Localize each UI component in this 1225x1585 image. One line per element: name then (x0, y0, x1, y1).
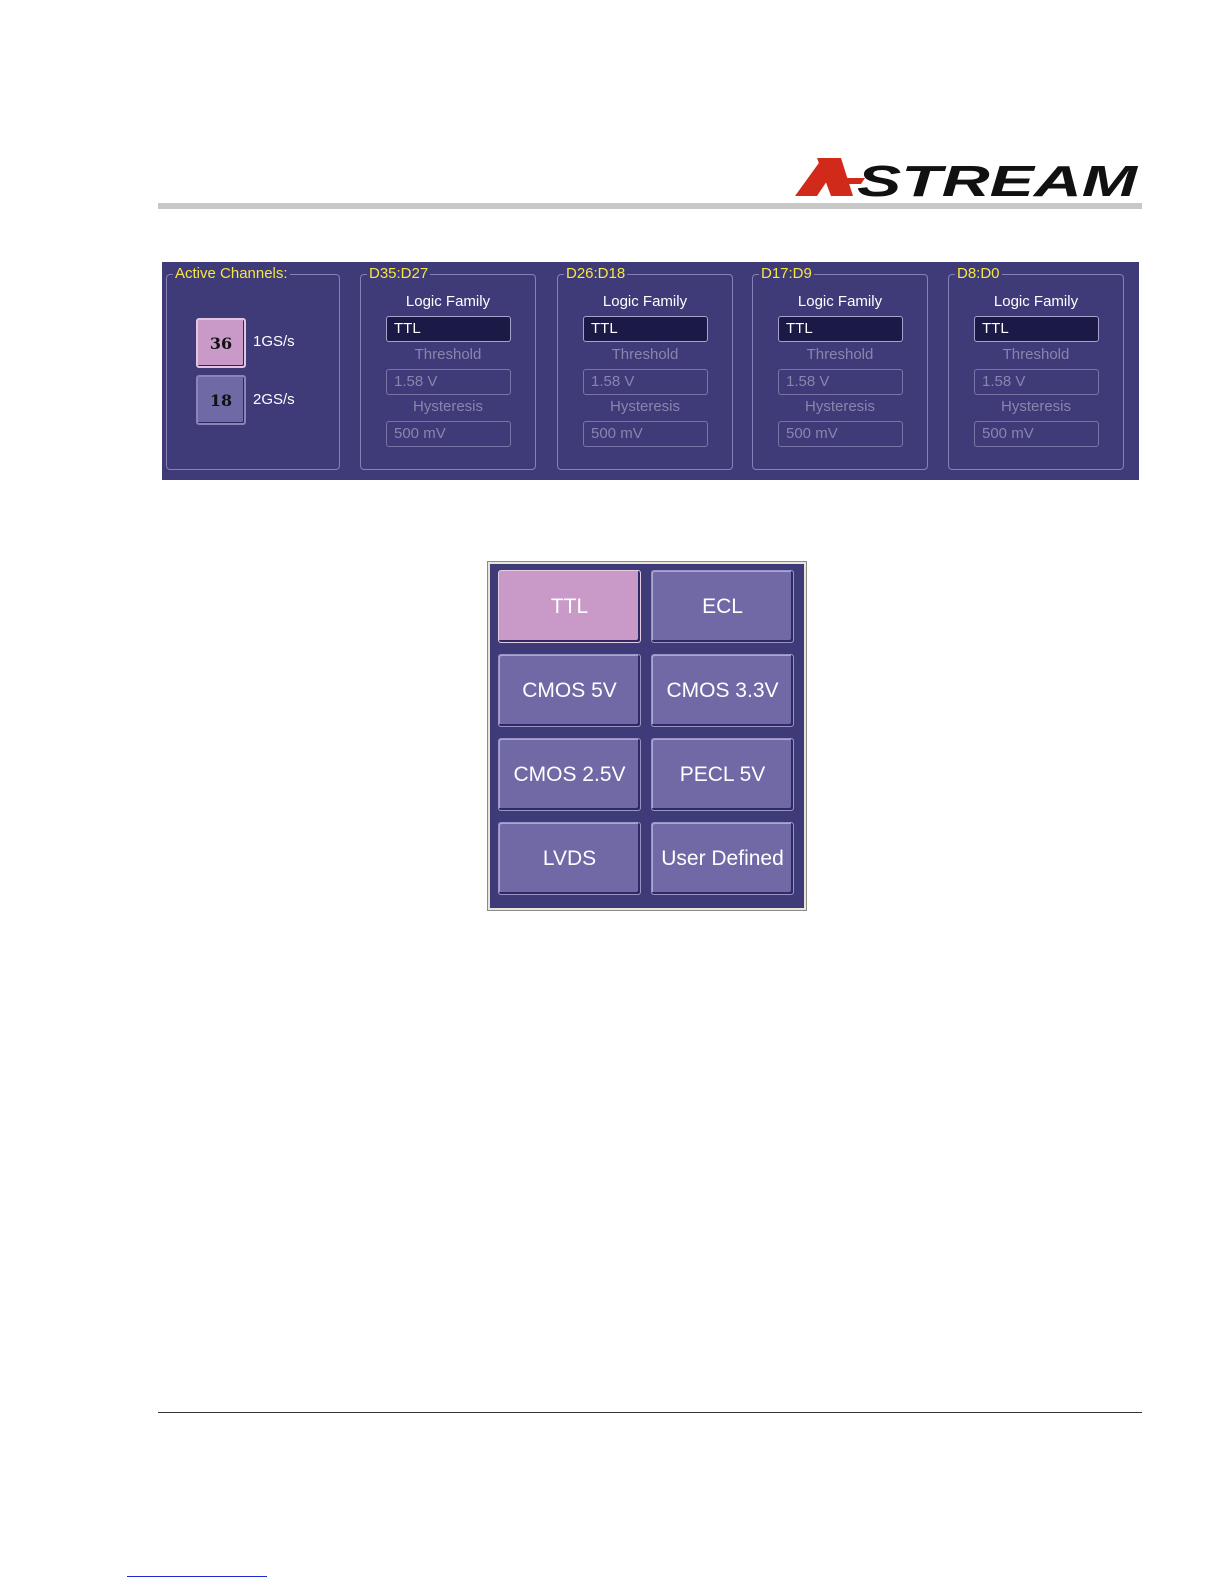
threshold-label: Threshold (414, 346, 482, 363)
logic-family-label: Logic Family (405, 293, 491, 310)
logic-family-label: Logic Family (602, 293, 688, 310)
threshold-field: 1.58 V (386, 369, 511, 395)
option-ecl[interactable]: ECL (651, 570, 794, 643)
hysteresis-label: Hysteresis (804, 398, 875, 415)
option-cmos-2-5v[interactable]: CMOS 2.5V (498, 738, 641, 811)
header-rule (158, 203, 1142, 209)
threshold-field: 1.58 V (778, 369, 903, 395)
hysteresis-label: Hysteresis (412, 398, 483, 415)
hysteresis-field: 500 mV (583, 421, 708, 447)
logic-family-menu: TTL ECL CMOS 5V CMOS 3.3V CMOS 2.5V PECL… (487, 561, 807, 911)
channels-36-button[interactable]: 36 (196, 318, 246, 368)
group-d8-d0: D8:D0 Logic Family TTL Threshold 1.58 V … (948, 266, 1124, 470)
hysteresis-label: Hysteresis (1000, 398, 1071, 415)
digital-setup-panel: Active Channels: 36 1GS/s 18 2GS/s D35:D… (162, 262, 1139, 480)
threshold-label: Threshold (1002, 346, 1070, 363)
logic-family-label: Logic Family (993, 293, 1079, 310)
active-channels-group: Active Channels: 36 1GS/s 18 2GS/s (166, 266, 340, 470)
logic-family-field[interactable]: TTL (583, 316, 708, 342)
hysteresis-label: Hysteresis (609, 398, 680, 415)
channels-18-button[interactable]: 18 (196, 375, 246, 425)
threshold-field: 1.58 V (583, 369, 708, 395)
threshold-field: 1.58 V (974, 369, 1099, 395)
footer-link-underline (127, 1576, 267, 1578)
active-channels-title: Active Channels: (173, 265, 290, 282)
group-title: D8:D0 (955, 265, 1002, 282)
rate-label-2gs: 2GS/s (253, 391, 295, 408)
hysteresis-field: 500 mV (974, 421, 1099, 447)
footer-rule (158, 1412, 1142, 1413)
rate-label-1gs: 1GS/s (253, 333, 295, 350)
option-cmos-5v[interactable]: CMOS 5V (498, 654, 641, 727)
option-cmos-3-3v[interactable]: CMOS 3.3V (651, 654, 794, 727)
hysteresis-field: 500 mV (386, 421, 511, 447)
option-pecl-5v[interactable]: PECL 5V (651, 738, 794, 811)
threshold-label: Threshold (806, 346, 874, 363)
option-ttl[interactable]: TTL (498, 570, 641, 643)
x-stream-logo: STREAM (795, 150, 1140, 205)
group-d35-d27: D35:D27 Logic Family TTL Threshold 1.58 … (360, 266, 536, 470)
hysteresis-field: 500 mV (778, 421, 903, 447)
group-d17-d9: D17:D9 Logic Family TTL Threshold 1.58 V… (752, 266, 928, 470)
logic-family-field[interactable]: TTL (386, 316, 511, 342)
svg-text:STREAM: STREAM (857, 157, 1139, 205)
group-d26-d18: D26:D18 Logic Family TTL Threshold 1.58 … (557, 266, 733, 470)
logic-family-field[interactable]: TTL (974, 316, 1099, 342)
option-user-defined[interactable]: User Defined (651, 822, 794, 895)
logic-family-label: Logic Family (797, 293, 883, 310)
threshold-label: Threshold (611, 346, 679, 363)
group-title: D17:D9 (759, 265, 814, 282)
group-title: D26:D18 (564, 265, 628, 282)
group-title: D35:D27 (367, 265, 431, 282)
option-lvds[interactable]: LVDS (498, 822, 641, 895)
logic-family-field[interactable]: TTL (778, 316, 903, 342)
